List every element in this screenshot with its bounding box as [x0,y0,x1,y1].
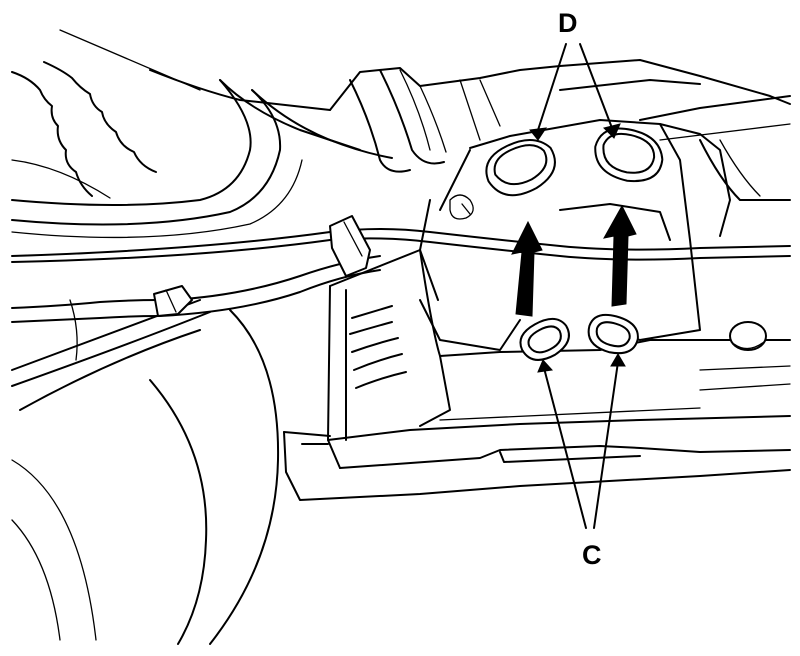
cable-clamp [153,215,371,317]
floor-slots [349,305,407,389]
grommet-c-right [587,313,639,355]
floor-pan-lower [283,249,791,501]
body-panel-upper [329,59,791,201]
grommet-d-right [594,127,664,183]
tire-tread-upper [11,29,331,199]
leader-lines-c [537,353,626,529]
tire-lower [11,299,280,645]
install-arrow-right [603,204,637,307]
leader-lines-d [529,43,621,141]
grommet-d-left [485,139,556,197]
callout-label-c: C [582,540,602,570]
grommet-c-left [519,317,570,361]
plug-bolt-right [729,321,767,351]
install-arrow-left [511,220,543,317]
brake-lines [11,228,791,387]
fender-arch-upper [11,79,393,239]
bracket-plate [419,119,731,351]
callout-label-d: D [558,8,578,38]
